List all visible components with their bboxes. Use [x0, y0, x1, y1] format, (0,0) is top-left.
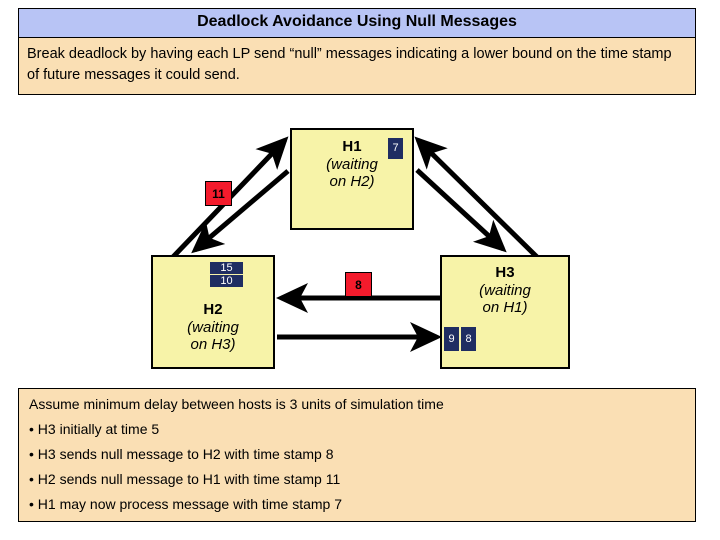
footer-line-0: Assume minimum delay between hosts is 3 …	[29, 396, 444, 412]
arrow-h1-to-h2	[191, 169, 290, 254]
queue-badge-h3-8: 8	[461, 327, 476, 351]
message-badge-11: 11	[205, 181, 232, 206]
arrow-layer	[170, 136, 540, 352]
host-h1-state-line2: on H2)	[329, 173, 375, 191]
header-panel: Deadlock Avoidance Using Null Messages B…	[18, 8, 696, 95]
footer-line-1: • H3 initially at time 5	[29, 421, 160, 437]
host-h1-text: H1 (waiting on H2)	[292, 130, 412, 191]
host-h3-text: H3 (waiting on H1)	[442, 257, 568, 317]
queue-badge-h2-15: 15	[210, 262, 243, 274]
footer-line-2: • H3 sends null message to H2 with time …	[29, 446, 334, 462]
host-node-h3[interactable]: H3 (waiting on H1)	[440, 255, 570, 369]
host-h1-name: H1	[342, 138, 362, 155]
host-h1-state-line1: (waiting	[326, 155, 378, 173]
footer-line-4: • H1 may now process message with time s…	[29, 496, 343, 512]
host-h3-state-line1: (waiting	[479, 281, 531, 299]
page-title: Deadlock Avoidance Using Null Messages	[19, 9, 695, 38]
queue-badge-h2-10: 10	[210, 275, 243, 287]
queue-badge-h3-9: 9	[444, 327, 459, 351]
header-description: Break deadlock by having each LP send “n…	[19, 37, 695, 94]
queue-badge-h1-7: 7	[388, 138, 403, 159]
message-badge-8: 8	[345, 272, 372, 297]
deadlock-diagram: H1 (waiting on H2) H2 (waiting on H3) H3…	[0, 118, 720, 380]
host-node-h2[interactable]: H2 (waiting on H3)	[151, 255, 275, 369]
host-h3-name: H3	[495, 264, 515, 281]
footer-line-3: • H2 sends null message to H1 with time …	[29, 471, 341, 487]
host-node-h1[interactable]: H1 (waiting on H2)	[290, 128, 414, 230]
arrow-h3-to-h1	[414, 136, 540, 260]
host-h3-state-line2: on H1)	[482, 299, 528, 317]
arrow-h1-to-h3	[415, 168, 507, 253]
host-h2-state-line1: (waiting	[187, 318, 239, 336]
host-h2-text: H2 (waiting on H3)	[153, 257, 273, 354]
host-h2-name: H2	[203, 301, 223, 318]
footer-panel: Assume minimum delay between hosts is 3 …	[18, 388, 696, 522]
host-h2-state-line2: on H3)	[190, 336, 236, 354]
